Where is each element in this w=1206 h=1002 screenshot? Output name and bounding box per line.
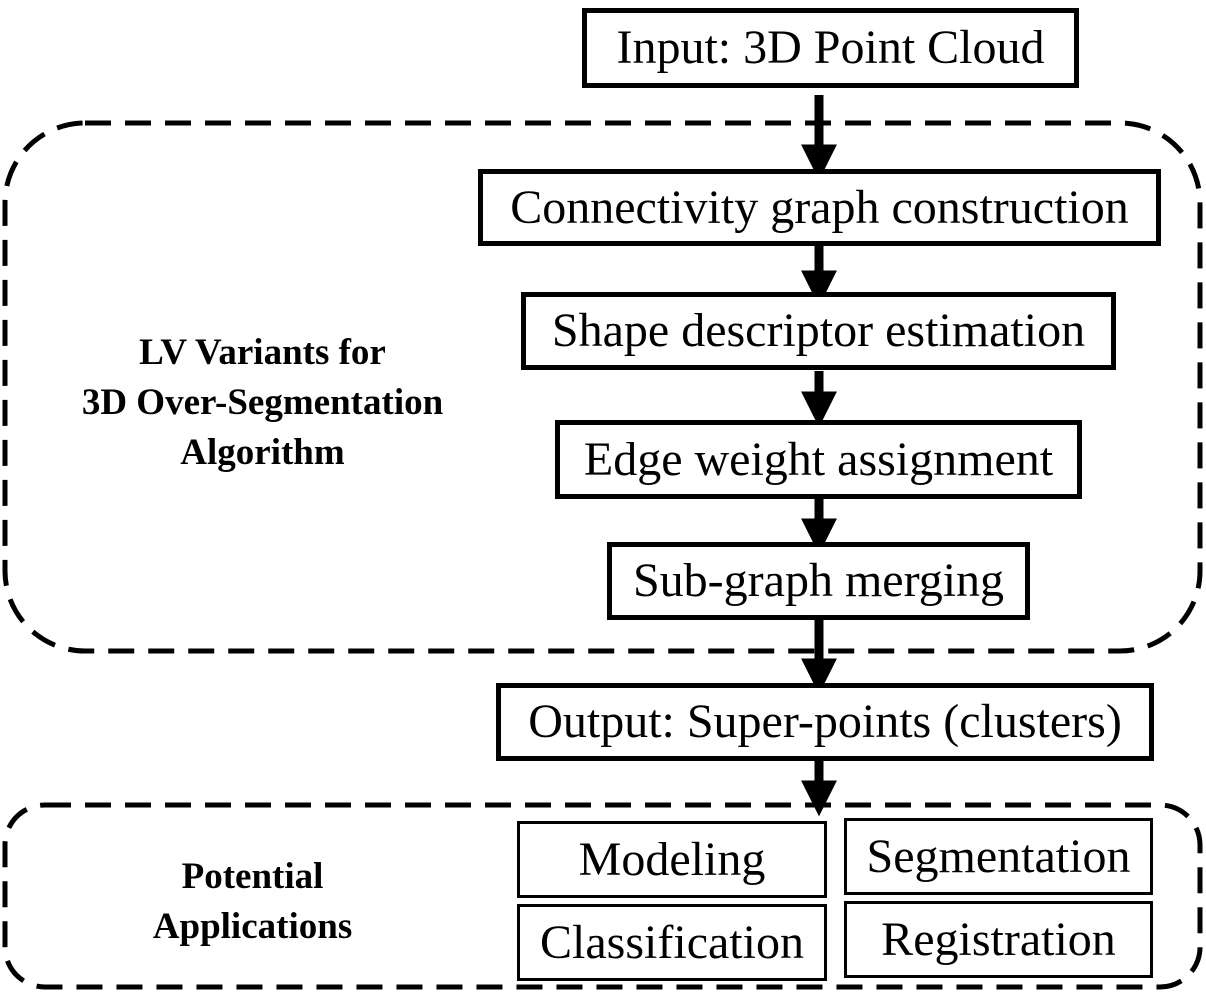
step-subgraph-merging-box: Sub-graph merging bbox=[607, 542, 1030, 620]
algorithm-group-label-line-2: 3D Over-Segmentation bbox=[81, 382, 444, 423]
application-classification-box: Classification bbox=[517, 904, 827, 981]
input-box: Input: 3D Point Cloud bbox=[582, 8, 1079, 88]
step-connectivity-graph-box: Connectivity graph construction bbox=[478, 169, 1161, 246]
application-registration-box: Registration bbox=[844, 901, 1153, 978]
step-edge-weight-box: Edge weight assignment bbox=[555, 420, 1082, 499]
applications-group-label-line-1: Potential bbox=[181, 856, 324, 897]
applications-group-border bbox=[2, 802, 1203, 990]
algorithm-group-label-line-1: LV Variants for bbox=[139, 332, 386, 373]
algorithm-group-border bbox=[2, 120, 1203, 654]
application-modeling-box: Modeling bbox=[517, 821, 827, 898]
step-shape-descriptor-box: Shape descriptor estimation bbox=[521, 292, 1116, 370]
applications-group-label: Potential Applications bbox=[110, 852, 395, 952]
application-segmentation-box: Segmentation bbox=[844, 818, 1153, 895]
output-box: Output: Super-points (clusters) bbox=[496, 683, 1154, 761]
algorithm-group-label-line-3: Algorithm bbox=[180, 432, 345, 473]
algorithm-group-label: LV Variants for 3D Over-Segmentation Alg… bbox=[40, 328, 485, 478]
applications-group-label-line-2: Applications bbox=[152, 906, 353, 947]
